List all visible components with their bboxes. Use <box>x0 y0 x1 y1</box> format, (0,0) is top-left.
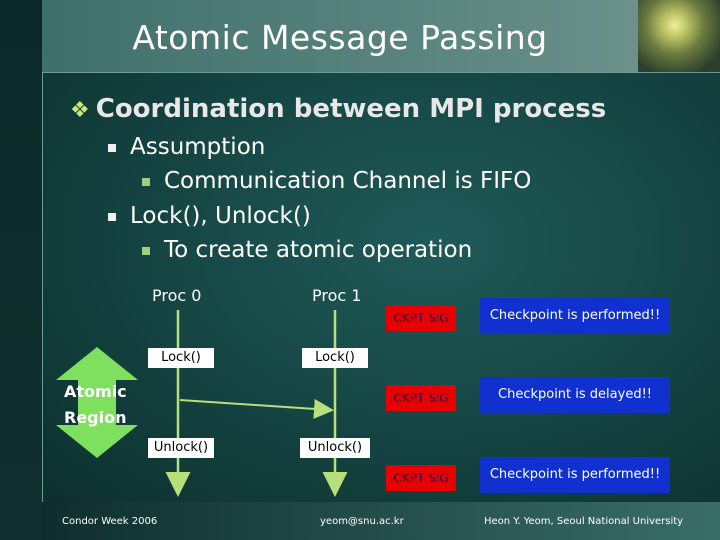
slide-title: Atomic Message Passing <box>132 18 548 57</box>
footer-bar <box>42 502 720 540</box>
atomic-region-arrow <box>56 347 138 458</box>
footer-right: Heon Y. Yeom, Seoul National University <box>484 516 684 527</box>
bullet-assumption: Assumption <box>108 134 265 160</box>
sub-bullet-fifo: Communication Channel is FIFO <box>142 168 531 194</box>
footer-left: Condor Week 2006 <box>62 516 158 527</box>
diamond-bullet-icon: ❖ <box>70 98 90 123</box>
main-heading: ❖Coordination between MPI process <box>70 94 606 124</box>
bullet-text: Assumption <box>130 134 266 160</box>
heading-text: Coordination between MPI process <box>95 94 607 124</box>
left-strip <box>0 0 42 540</box>
monitor-decoration-icon <box>638 0 720 72</box>
region-label: Region <box>64 408 127 427</box>
bullet-text: Lock(), Unlock() <box>130 203 311 229</box>
sub-bullet-atomic: To create atomic operation <box>142 237 472 263</box>
title-panel <box>42 0 638 72</box>
square-bullet-icon <box>108 143 116 152</box>
square-bullet-icon <box>142 177 150 186</box>
unlock-proc0: Unlock() <box>148 438 214 458</box>
square-bullet-icon <box>108 212 116 221</box>
proc0-label: Proc 0 <box>152 286 202 305</box>
proc1-label: Proc 1 <box>312 286 362 305</box>
ckpt-sig-1: CKPT SIG <box>386 305 456 331</box>
divider-vertical <box>42 72 43 502</box>
unlock-proc1: Unlock() <box>300 438 370 458</box>
divider-horizontal <box>42 72 720 73</box>
lock-proc0: Lock() <box>148 348 214 368</box>
sub-bullet-text: Communication Channel is FIFO <box>164 168 532 194</box>
square-bullet-icon <box>142 246 150 255</box>
bullet-lock-unlock: Lock(), Unlock() <box>108 203 311 229</box>
sub-bullet-text: To create atomic operation <box>164 237 473 263</box>
lock-proc1: Lock() <box>302 348 368 368</box>
ckpt-sig-2: CKPT SIG <box>386 385 456 411</box>
checkpoint-message-3: Checkpoint is performed!! <box>480 457 670 493</box>
atomic-label: Atomic <box>64 382 127 401</box>
checkpoint-message-2: Checkpoint is delayed!! <box>480 377 670 413</box>
footer-center: yeom@snu.ac.kr <box>320 516 404 527</box>
checkpoint-message-1: Checkpoint is performed!! <box>480 298 670 334</box>
ckpt-sig-3: CKPT SIG <box>386 465 456 491</box>
message-arrow <box>179 398 334 419</box>
